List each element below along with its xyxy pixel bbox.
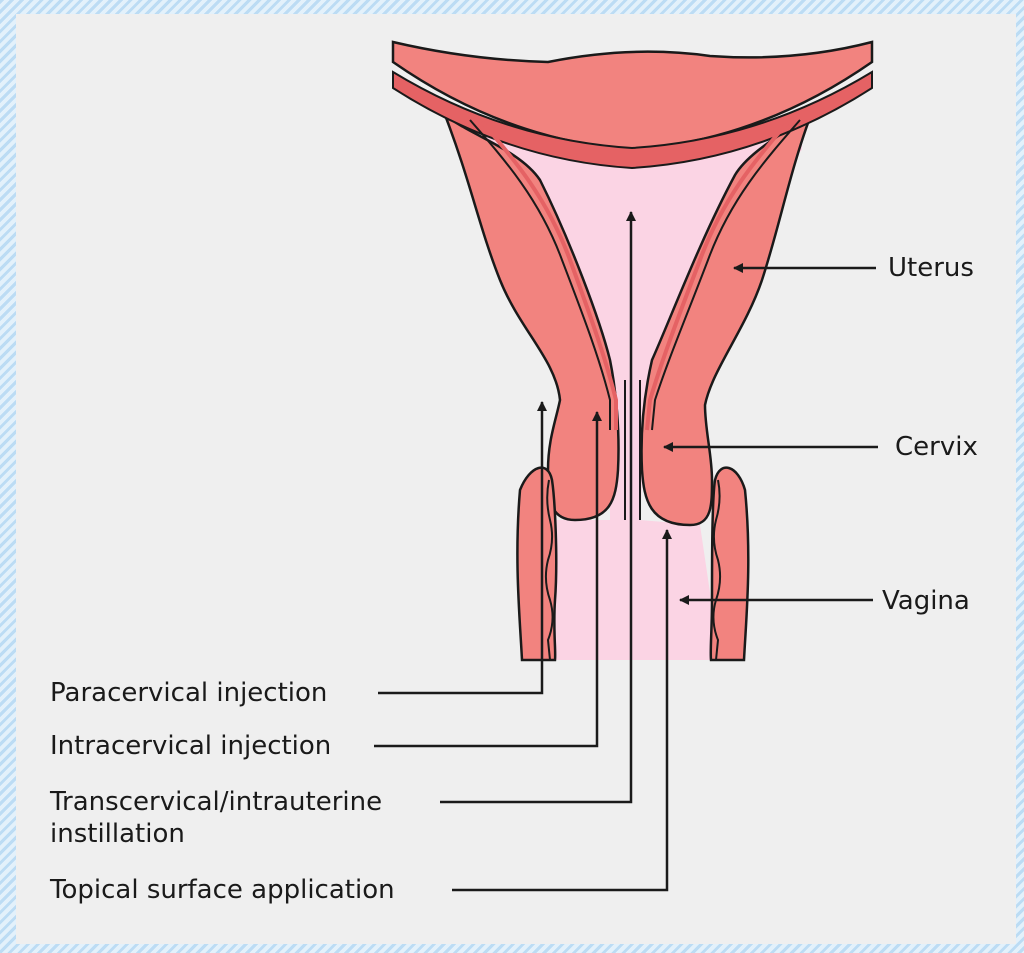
- cervix-label: Cervix: [895, 431, 978, 463]
- paracervical-label: Paracervical injection: [50, 677, 327, 709]
- transcervical-label: Transcervical/intrauterine instillation: [50, 786, 382, 850]
- vagina-label: Vagina: [882, 585, 970, 617]
- topical-label: Topical surface application: [50, 874, 395, 906]
- transcervical-label-line2: instillation: [50, 818, 382, 850]
- transcervical-label-line1: Transcervical/intrauterine: [50, 786, 382, 818]
- intracervical-label: Intracervical injection: [50, 730, 331, 762]
- uterus-label: Uterus: [888, 252, 974, 284]
- vaginal-wall-right: [711, 468, 749, 660]
